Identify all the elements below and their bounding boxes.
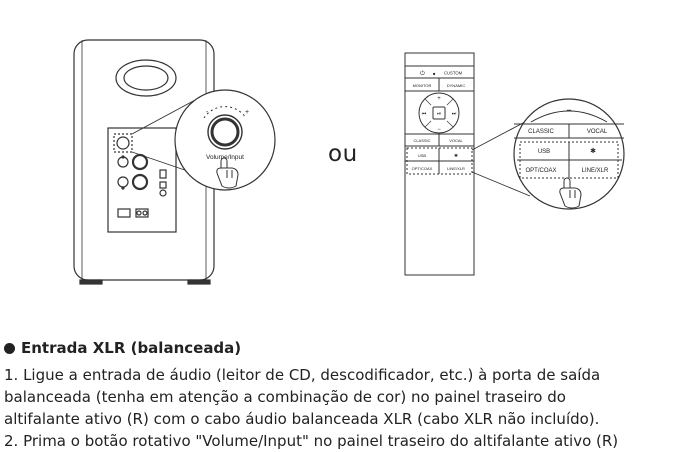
section-heading: Entrada XLR (balanceada): [4, 339, 241, 357]
power-icon: ⏻: [420, 70, 425, 77]
svg-text:-: -: [206, 109, 209, 116]
step-line: altifalante ativo (R) com o cabo áudio b…: [4, 410, 600, 428]
or-separator: ou: [328, 141, 358, 167]
remote-dpad: [418, 92, 460, 134]
remote-button-opt-coax: OPT/COAX: [412, 166, 433, 171]
section-heading-text: Entrada XLR (balanceada): [21, 339, 242, 357]
knob-highlight: [113, 133, 133, 153]
zoom-minus: −: [566, 105, 571, 115]
remote-control: ⏻ ■ CUSTOM MONITOR DYNAMIC + − ⏮ ⏯ ⏭ CLA…: [404, 52, 541, 276]
dpad-down-volume: −: [437, 127, 441, 133]
dpad-up-volume: +: [437, 96, 441, 102]
remote-button-vocal: VOCAL: [449, 138, 463, 143]
pointing-hand-icon: [559, 177, 582, 209]
xlr-input-right: [131, 153, 149, 171]
remote-button-custom: CUSTOM: [444, 71, 463, 76]
zoom-bluetooth-icon: ✱: [590, 147, 596, 155]
illustration: - + Volume/Input ⏻ ■ CUSTOM MONITOR DYNA…: [73, 39, 625, 285]
remote-button-dynamic: DYNAMIC: [447, 83, 466, 88]
zoom-button-opt-coax: OPT/COAX: [525, 168, 556, 174]
bullet-icon: [4, 343, 15, 354]
zoom-button-vocal: VOCAL: [587, 129, 608, 135]
step-line: 1. Ligue a entrada de áudio (leitor de C…: [4, 366, 601, 384]
steps-list: 1. Ligue a entrada de áudio (leitor de C…: [4, 364, 688, 452]
remote-button-usb: USB: [418, 153, 427, 158]
step-line: 2. Prima o botão rotativo "Volume/Input"…: [4, 432, 619, 450]
volume-input-knob: [207, 114, 243, 150]
remote-button-monitor: MONITOR: [413, 83, 432, 88]
dpad-next-icon: ⏭: [452, 111, 457, 117]
remote-body: [404, 52, 475, 276]
pointing-hand-icon: [216, 157, 239, 189]
step-item: 2. Prima o botão rotativo "Volume/Input"…: [4, 430, 688, 452]
dpad-prev-icon: ⏮: [422, 111, 427, 117]
knob-label: Volume/Input: [206, 154, 244, 161]
dpad-play-icon: ⏯: [437, 111, 441, 117]
step-line: balanceada (tenha em atenção a combinaçã…: [4, 388, 566, 406]
remote-button-classic: CLASSIC: [413, 138, 430, 143]
remote-zoom-callout: − CLASSIC VOCAL USB ✱ OPT/COAX LINE/XLR: [513, 98, 625, 210]
zoom-button-classic: CLASSIC: [528, 129, 554, 135]
zoom-button-usb: USB: [538, 149, 550, 155]
custom-dot-icon: ■: [433, 71, 436, 76]
remote-button-line-xlr: LINE/XLR: [447, 166, 465, 171]
remote-bluetooth-icon: ✱: [454, 153, 458, 158]
rear-panel: [107, 127, 177, 233]
knob-zoom-callout: - + Volume/Input: [174, 89, 276, 191]
svg-text:+: +: [245, 109, 249, 116]
speaker-rear-view: [73, 39, 215, 285]
power-switch: [117, 208, 131, 218]
bass-port: [115, 59, 177, 97]
step-item: 1. Ligue a entrada de áudio (leitor de C…: [4, 364, 688, 430]
zoom-button-line-xlr: LINE/XLR: [582, 168, 609, 174]
